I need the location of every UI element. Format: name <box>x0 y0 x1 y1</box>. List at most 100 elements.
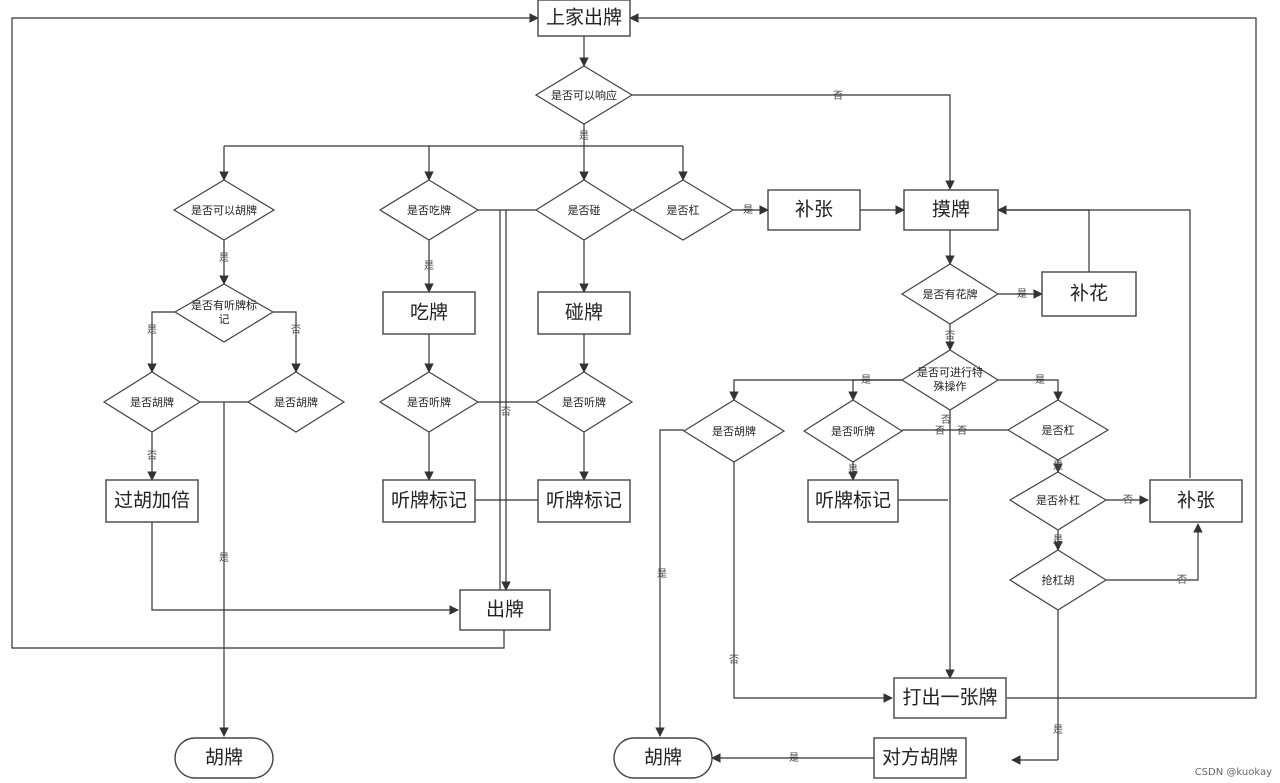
decision-label: 是否可以胡牌 <box>191 203 257 217</box>
edge-label-no: 否 <box>729 654 739 666</box>
decision-label: 是否听牌 <box>407 395 451 409</box>
edge-label-no: 否 <box>941 414 951 426</box>
decision-label: 是否胡牌 <box>130 395 174 409</box>
node-buzhang-right: 补张 <box>1149 479 1243 523</box>
edge-label-yes: 是 <box>1053 724 1063 736</box>
edge-label-no: 否 <box>501 406 511 418</box>
edge-label-yes: 是 <box>789 752 799 764</box>
watermark: CSDN @kuokay <box>1195 767 1272 778</box>
edge-label-no: 否 <box>1177 574 1187 586</box>
decision-peng-check: 是否碰 <box>534 179 634 241</box>
node-guohu: 过胡加倍 <box>105 479 199 523</box>
decision-ting-chi: 是否听牌 <box>378 371 480 433</box>
edge-label-yes: 是 <box>219 552 229 564</box>
edge-label-no: 否 <box>957 425 967 437</box>
edge-label-yes: 是 <box>657 568 667 580</box>
node-pengpai: 碰牌 <box>537 291 631 335</box>
decision-gang-check: 是否杠 <box>631 179 735 241</box>
decision-special: 是否可进行特 殊操作 <box>900 349 1000 411</box>
node-label: 出牌 <box>486 599 524 621</box>
decision-label: 殊操作 <box>934 379 967 393</box>
node-label: 听牌标记 <box>391 490 467 512</box>
connectors <box>11 13 1257 765</box>
node-buhua: 补花 <box>1041 271 1137 317</box>
node-label: 打出一张牌 <box>902 687 997 709</box>
decision-label: 是否听牌 <box>562 395 606 409</box>
edge-label-yes: 是 <box>861 374 871 386</box>
node-shangjia-chupai: 上家出牌 <box>537 0 631 37</box>
node-label: 补张 <box>1177 490 1215 512</box>
decision-label: 是否杠 <box>667 204 700 217</box>
edge-label-no: 否 <box>833 90 843 102</box>
terminal-hupai-right: 胡牌 <box>613 737 713 779</box>
decision-label: 是否有听牌标 <box>191 298 257 312</box>
decision-qiangganghu: 抢杠胡 <box>1008 549 1108 611</box>
node-label: 补张 <box>795 199 833 221</box>
edge-labels: 否 是 是 是 是 否 是 否 是 否 是 否 是 是 否 否 否 是 是 否 … <box>147 90 1187 764</box>
node-dachu: 打出一张牌 <box>893 677 1007 719</box>
node-label: 吃牌 <box>410 302 448 324</box>
node-tingbiaoji-mid: 听牌标记 <box>807 479 899 523</box>
edge-label-yes: 是 <box>743 204 753 216</box>
node-chupai: 出牌 <box>459 589 551 631</box>
node-duifang: 对方胡牌 <box>873 737 967 779</box>
edge-label-no: 否 <box>945 330 955 342</box>
node-tingbiaoji-peng: 听牌标记 <box>537 479 631 523</box>
decision-label: 是否吃牌 <box>407 203 451 217</box>
decision-ting-flag: 是否有听牌标 记 <box>173 283 275 343</box>
node-label: 摸牌 <box>932 199 970 221</box>
edge-label-yes: 是 <box>424 260 434 272</box>
decision-ting-peng: 是否听牌 <box>534 371 634 433</box>
decision-label: 是否可进行特 <box>917 365 983 379</box>
decision-label: 是否听牌 <box>831 424 875 438</box>
decision-label: 是否杠 <box>1042 424 1075 437</box>
edge-label-yes: 是 <box>1035 374 1045 386</box>
decision-label: 抢杠胡 <box>1042 573 1075 587</box>
decision-hua: 是否有花牌 <box>900 263 1000 325</box>
loop-right-to-top <box>629 13 1257 699</box>
node-label: 胡牌 <box>644 747 682 769</box>
edge-label-yes: 是 <box>1017 288 1027 300</box>
node-label: 听牌标记 <box>546 490 622 512</box>
edge-label-no: 否 <box>291 324 301 336</box>
decision-bugang: 是否补杠 <box>1008 471 1108 531</box>
decision-label: 是否补杠 <box>1036 494 1080 507</box>
node-label: 过胡加倍 <box>114 490 190 512</box>
edge-label-no: 否 <box>1123 494 1133 506</box>
decision-respond: 是否可以响应 <box>534 65 634 125</box>
respond-no <box>632 94 955 190</box>
node-label: 听牌标记 <box>815 490 891 512</box>
edge-label-yes: 是 <box>1053 534 1063 546</box>
decision-label: 是否碰 <box>568 204 601 217</box>
terminal-hupai-left: 胡牌 <box>174 737 274 779</box>
node-label: 对方胡牌 <box>882 747 958 769</box>
decision-hu-left: 是否胡牌 <box>102 371 202 433</box>
loop-left-to-top <box>11 13 539 649</box>
decision-ting-mid: 是否听牌 <box>802 399 904 463</box>
edge-label-yes: 是 <box>147 324 157 336</box>
decision-gang-mid: 是否杠 <box>1006 399 1110 461</box>
edge-label-yes: 是 <box>219 252 229 264</box>
node-tingbiaoji-chi: 听牌标记 <box>382 479 476 523</box>
node-label: 胡牌 <box>205 747 243 769</box>
edge-label-yes: 是 <box>1053 460 1063 472</box>
node-chipai: 吃牌 <box>382 291 476 335</box>
decision-label: 记 <box>219 313 230 326</box>
decision-label: 是否可以响应 <box>551 88 617 102</box>
decision-hu-check: 是否可以胡牌 <box>172 179 276 241</box>
decision-label: 是否胡牌 <box>712 424 756 438</box>
node-label: 碰牌 <box>565 302 603 324</box>
edge-label-no: 否 <box>935 425 945 437</box>
node-label: 上家出牌 <box>546 7 622 29</box>
edge-label-no: 否 <box>147 450 157 462</box>
decision-chi-check: 是否吃牌 <box>378 179 480 241</box>
edge-label-yes: 是 <box>848 464 858 476</box>
node-mopai: 摸牌 <box>903 189 999 231</box>
decision-label: 是否有花牌 <box>923 287 978 301</box>
node-buzhang-top: 补张 <box>767 189 861 231</box>
edge-label-yes: 是 <box>579 130 589 142</box>
node-label: 补花 <box>1070 283 1108 305</box>
decision-hu-right: 是否胡牌 <box>246 371 346 433</box>
decision-label: 是否胡牌 <box>274 395 318 409</box>
